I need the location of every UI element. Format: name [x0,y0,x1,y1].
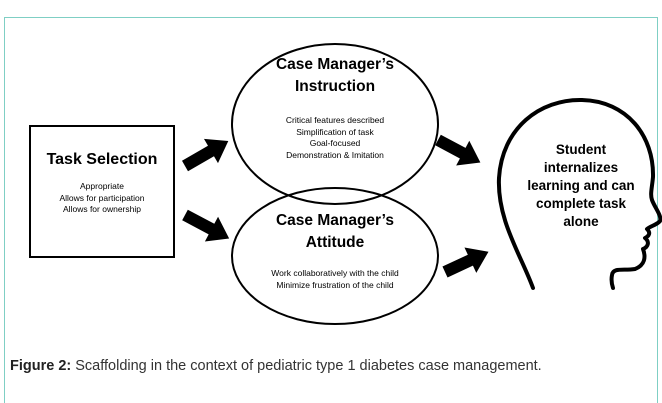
attitude-title-line: Attitude [305,234,365,251]
task-selection-box: Task Selection Appropriate Allows for pa… [29,125,175,258]
student-line: complete task [535,196,627,211]
figure-caption: Figure 2: Scaffolding in the context of … [10,357,655,375]
caption-text: Scaffolding in the context of pediatric … [71,358,542,374]
student-line: Student [555,142,607,157]
task-selection-item: Allows for ownership [63,204,141,214]
instruction-ellipse [231,43,439,205]
instruction-title-line: Instruction [294,78,376,95]
arrow-task-to-instruction [182,138,229,172]
attitude-title: Case Manager’s Attitude [235,210,435,254]
caption-label: Figure 2: [10,358,72,374]
head-outline [496,97,662,290]
instruction-item: Critical features described [285,115,385,125]
student-text: Student internalizes learning and can co… [510,141,652,231]
instruction-title-line: Case Manager’s [275,56,395,73]
instruction-list: Critical features described Simplificati… [235,115,435,161]
attitude-list: Work collaboratively with the child Mini… [235,268,435,291]
instruction-item: Demonstration & Imitation [286,149,384,160]
student-line: learning and can [527,178,635,193]
task-selection-list: Appropriate Allows for participation All… [31,181,173,216]
attitude-ellipse [231,187,439,325]
attitude-item: Minimize frustration of the child [276,279,394,290]
instruction-item: Simplification of task [296,126,374,137]
instruction-title: Case Manager’s Instruction [235,54,435,98]
instruction-item: Goal-focused [309,138,361,148]
attitude-item: Work collaboratively with the child [271,268,399,278]
arrow-attitude-to-student [442,247,489,278]
student-line: internalizes [543,160,619,175]
arrow-task-to-attitude [182,209,230,242]
student-line: alone [563,214,599,229]
task-selection-item: Allows for participation [59,192,145,203]
task-selection-item: Appropriate [80,181,124,191]
scaffolding-diagram [182,43,662,325]
task-selection-title: Task Selection [46,151,158,168]
arrow-instruction-to-student [435,134,481,166]
attitude-title-line: Case Manager’s [275,212,395,229]
